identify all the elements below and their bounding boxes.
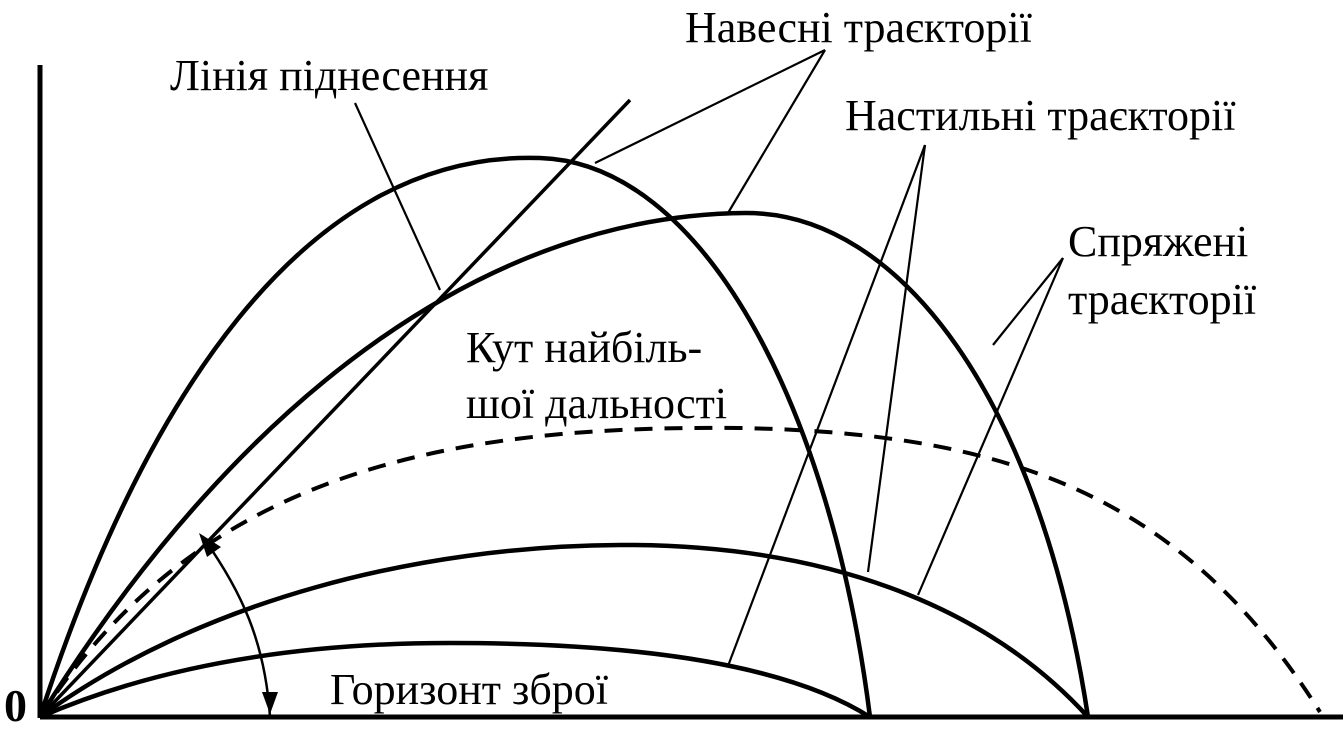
angle-arrow-up-icon [199, 533, 221, 557]
elevation-line-label: Лінія піднесення [170, 51, 489, 100]
angle-arrow-down-icon [262, 692, 278, 714]
leader-lines [353, 49, 1065, 667]
leader-conjugate-1 [992, 257, 1064, 346]
leader-hanging-2 [727, 49, 826, 214]
leader-elevation [353, 102, 442, 291]
leader-hanging-1 [594, 49, 826, 164]
max-range-trajectory [38, 425, 1322, 719]
leader-flat-2 [866, 144, 927, 573]
max-range-angle-label-line1: Кут найбіль- [466, 323, 703, 372]
flat-trajectory-high [38, 542, 1090, 719]
leader-conjugate-2 [916, 257, 1065, 596]
conjugate-trajectories-label-line1: Спряжені [1068, 217, 1249, 266]
flat-trajectory-low [39, 640, 872, 720]
flat-trajectories-label: Настильні траєкторії [845, 91, 1236, 140]
hanging-trajectory-high [37, 155, 873, 718]
max-range-angle-arc [203, 539, 272, 718]
conjugate-trajectories-label-line2: траєкторії [1068, 275, 1257, 324]
origin-label: 0 [4, 680, 27, 731]
hanging-trajectory-low [38, 210, 1091, 719]
leader-flat-1 [726, 144, 927, 667]
elevation-line [38, 98, 632, 719]
hanging-trajectories-label: Навесні траєкторії [685, 3, 1032, 52]
weapon-horizon-label: Горизонт зброї [330, 665, 609, 714]
max-range-angle-label-line2: шої дальності [466, 379, 728, 428]
